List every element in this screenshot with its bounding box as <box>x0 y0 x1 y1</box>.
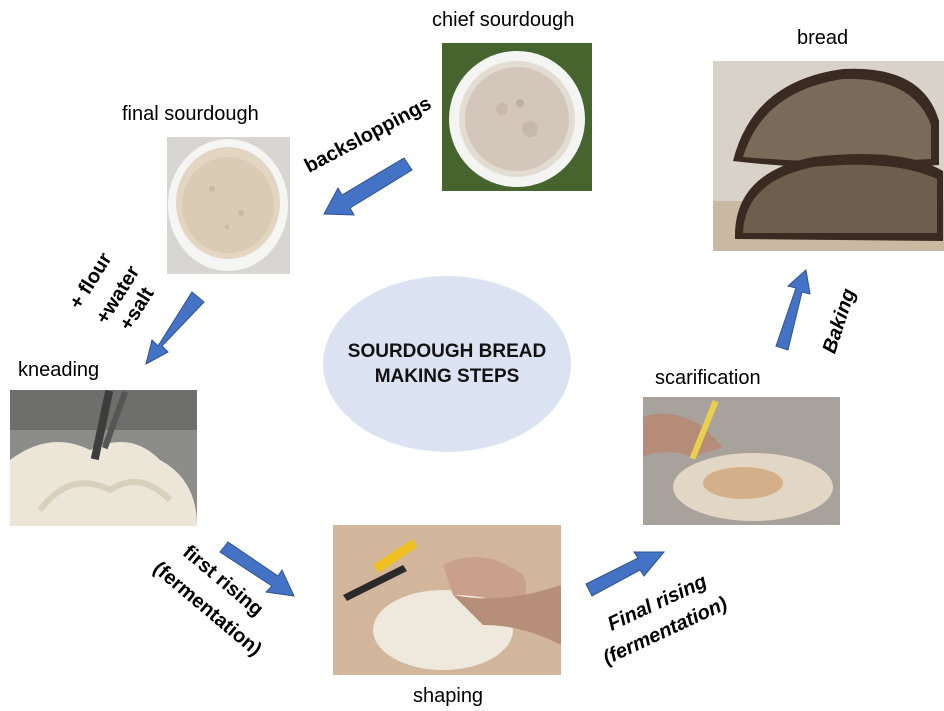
title-ellipse: SOURDOUGH BREAD MAKING STEPS <box>323 276 571 452</box>
chief-sourdough-photo <box>442 43 592 191</box>
final-sourdough-photo <box>167 137 290 274</box>
bread-label: bread <box>797 27 848 50</box>
final-sourdough-label: final sourdough <box>122 103 259 126</box>
title-line-2: MAKING STEPS <box>375 364 520 389</box>
baking-arrow-icon <box>770 266 825 356</box>
bread-photo <box>713 61 944 251</box>
shaping-photo <box>333 525 561 675</box>
kneading-photo <box>10 390 197 526</box>
chief-sourdough-label: chief sourdough <box>432 9 574 32</box>
scarification-label: scarification <box>655 367 761 390</box>
shaping-label: shaping <box>413 685 483 708</box>
kneading-label: kneading <box>18 359 99 382</box>
title-line-1: SOURDOUGH BREAD <box>348 339 546 364</box>
scarification-photo <box>643 397 840 525</box>
